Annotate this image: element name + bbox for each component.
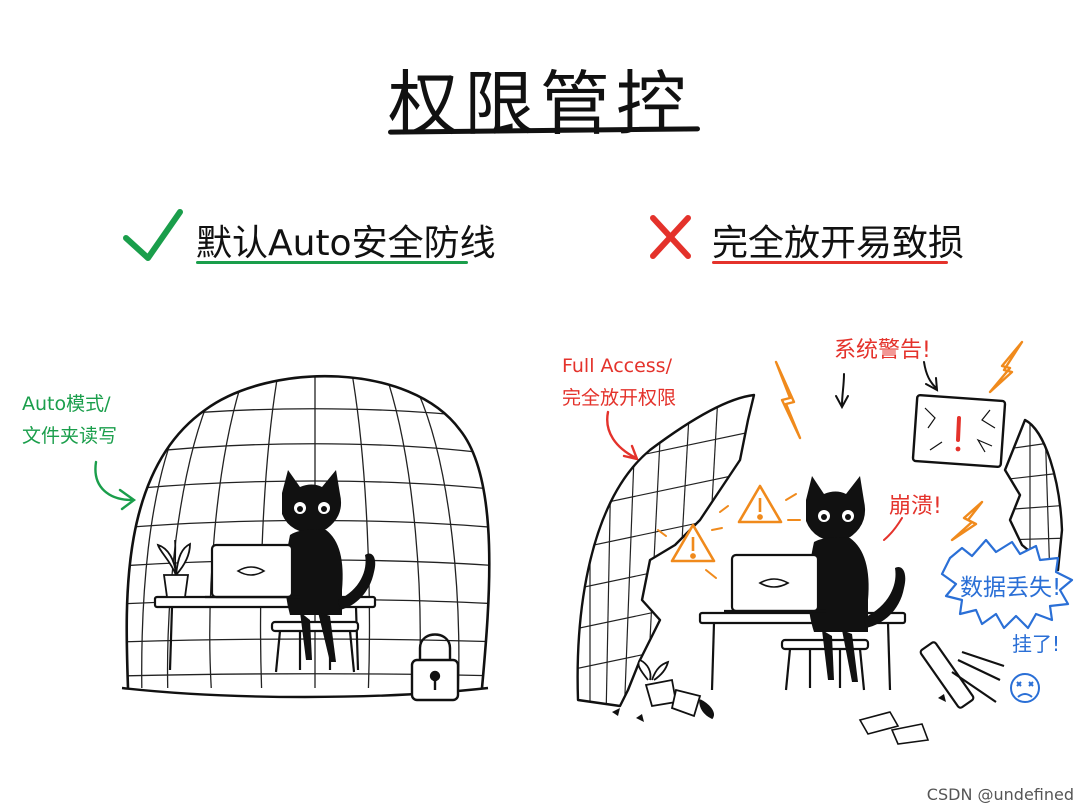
debris bbox=[612, 694, 946, 722]
crash-arrow bbox=[883, 517, 903, 541]
warning-icon bbox=[737, 484, 783, 524]
data-loss-burst bbox=[940, 538, 1074, 630]
fallen-chair bbox=[919, 641, 1005, 709]
lightning-icon bbox=[774, 360, 802, 440]
system-warning-label: 系统警告! bbox=[834, 338, 931, 363]
warning-arrow-2 bbox=[835, 373, 849, 410]
crash-label: 崩溃! bbox=[889, 494, 942, 519]
auto-note: Auto模式/ 文件夹读写 bbox=[22, 388, 117, 452]
bad-heading: 完全放开易致损 bbox=[712, 223, 965, 264]
warning-icon bbox=[670, 523, 716, 563]
plant-icon bbox=[156, 539, 191, 598]
lightning-icon bbox=[988, 340, 1024, 394]
bad-heading-underline bbox=[712, 261, 948, 264]
dead-label: 挂了! bbox=[1012, 632, 1061, 656]
laptop-icon bbox=[724, 553, 826, 613]
data-loss-label: 数据丢失! bbox=[960, 575, 1062, 601]
scattered-papers bbox=[858, 711, 930, 745]
auto-note-line2: 文件夹读写 bbox=[22, 425, 118, 447]
full-access-note: Full Access/ 完全放开权限 bbox=[562, 350, 676, 414]
full-note-line1: Full Access/ bbox=[562, 355, 672, 377]
laptop-icon bbox=[205, 543, 300, 599]
full-note-line2: 完全放开权限 bbox=[562, 387, 677, 409]
lock-icon bbox=[410, 633, 460, 702]
watermark: CSDN @undefined bbox=[926, 785, 1074, 804]
warning-arrow bbox=[923, 361, 939, 392]
auto-note-line1: Auto模式/ bbox=[22, 393, 111, 415]
plant-icon bbox=[637, 658, 678, 708]
fallen-pot bbox=[670, 688, 714, 720]
sad-face-icon bbox=[1010, 673, 1040, 703]
cat-figure bbox=[282, 470, 376, 662]
check-icon bbox=[123, 209, 183, 261]
auto-note-arrow bbox=[94, 460, 137, 511]
good-heading: 默认Auto安全防线 bbox=[196, 223, 496, 264]
lightning-icon bbox=[950, 500, 984, 542]
broken-screen-icon bbox=[911, 394, 1007, 468]
good-heading-underline bbox=[196, 261, 468, 264]
full-note-arrow bbox=[606, 410, 639, 461]
cross-icon bbox=[650, 215, 691, 259]
alarm-ticks bbox=[657, 493, 801, 579]
cat-figure bbox=[806, 476, 906, 682]
